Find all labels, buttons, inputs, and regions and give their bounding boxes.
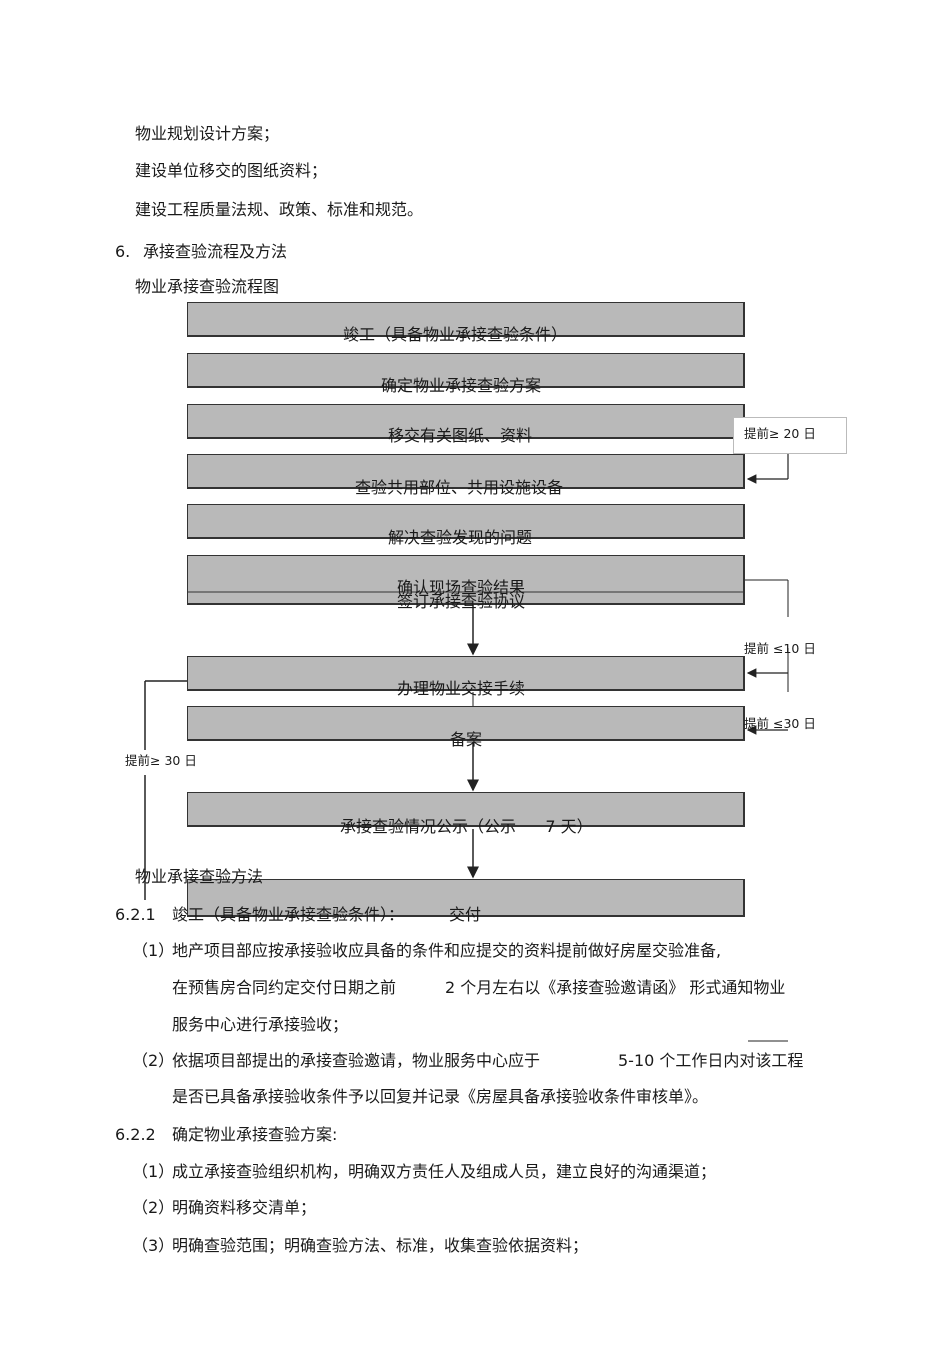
item-text: 在预售房合同约定交付日期之前	[172, 978, 397, 997]
flow-label-plan: 确定物业承接查验方案	[380, 376, 542, 395]
flowchart-title: 物业承接查验流程图	[135, 277, 280, 296]
intro-item: 建设单位移交的图纸资料；	[135, 161, 328, 180]
flow-label-record: 备案	[449, 730, 483, 749]
flow-box-transfer	[187, 656, 745, 691]
flow-box-completion	[187, 302, 745, 337]
flow-box-deliver	[187, 879, 745, 917]
flow-box-plan	[187, 353, 745, 388]
flow-label-confirm: 确认现场查验结果	[396, 578, 526, 597]
flow-box-record	[187, 706, 745, 741]
flow-label-publicity-days: 7 天）	[545, 817, 593, 836]
subsection-number: 6.2.1	[115, 905, 156, 924]
item-text: 成立承接查验组织机构，明确双方责任人及组成人员，建立良好的沟通渠道；	[172, 1162, 717, 1181]
subsection-number: 6.2.2	[115, 1125, 156, 1144]
note-ahead-20: 提前≥ 20 日	[744, 426, 816, 441]
flow-label-transfer: 办理物业交接手续	[396, 679, 526, 698]
flow-label-inspect: 查验共用部位、共用设施设备	[354, 478, 564, 497]
flow-label-completion: 竣工（具备物业承接查验条件）	[342, 325, 568, 344]
flow-label-publicity: 承接查验情况公示（公示	[339, 817, 517, 836]
method-title: 物业承接查验方法	[135, 867, 264, 886]
item-text: 5-10 个工作日内对该工程	[618, 1051, 804, 1070]
note-box-20	[733, 417, 847, 454]
item-number: （3）	[132, 1236, 175, 1255]
subsection-title: 竣工（具备物业承接查验条件）：	[172, 905, 405, 924]
flow-box-confirm	[187, 555, 745, 605]
intro-item: 建设工程质量法规、政策、标准和规范。	[135, 200, 424, 219]
note-ahead-30-right: 提前 ≤30 日	[744, 716, 816, 731]
flow-box-handover-docs	[187, 404, 745, 439]
section-number: 6.	[115, 242, 131, 261]
item-text: 明确资料移交清单；	[172, 1198, 317, 1217]
note-ahead-10: 提前 ≤10 日	[744, 641, 816, 656]
item-number: （1）	[132, 941, 175, 960]
flow-label-handover-docs: 移交有关图纸、资料	[387, 426, 533, 445]
section-title: 承接查验流程及方法	[143, 242, 288, 261]
flow-box-inspect	[187, 454, 745, 489]
item-number: （2）	[132, 1051, 175, 1070]
subsection-title: 确定物业承接查验方案:	[172, 1125, 338, 1144]
flow-label-resolve: 解决查验发现的问题	[387, 528, 533, 547]
subsection-suffix: 交付	[449, 905, 482, 924]
item-number: （2）	[132, 1198, 175, 1217]
flow-label-agreement: 签订承接查验协议	[396, 592, 526, 611]
item-text: 依据项目部提出的承接查验邀请，物业服务中心应于	[172, 1051, 541, 1070]
intro-item: 物业规划设计方案；	[135, 124, 280, 143]
item-text: 服务中心进行承接验收；	[172, 1015, 349, 1034]
flow-box-resolve	[187, 504, 745, 539]
item-text: 是否已具备承接验收条件予以回复并记录《房屋具备承接验收条件审核单》。	[172, 1087, 709, 1106]
item-number: （1）	[132, 1162, 175, 1181]
item-text: 地产项目部应按承接验收应具备的条件和应提交的资料提前做好房屋交验准备,	[172, 941, 722, 960]
item-text: 2 个月左右以《承接查验邀请函》 形式通知物业	[445, 978, 786, 997]
item-text: 明确查验范围；明确查验方法、标准，收集查验依据资料；	[172, 1236, 589, 1255]
note-ahead-30-left: 提前≥ 30 日	[125, 753, 197, 768]
flow-box-publicity	[187, 792, 745, 827]
